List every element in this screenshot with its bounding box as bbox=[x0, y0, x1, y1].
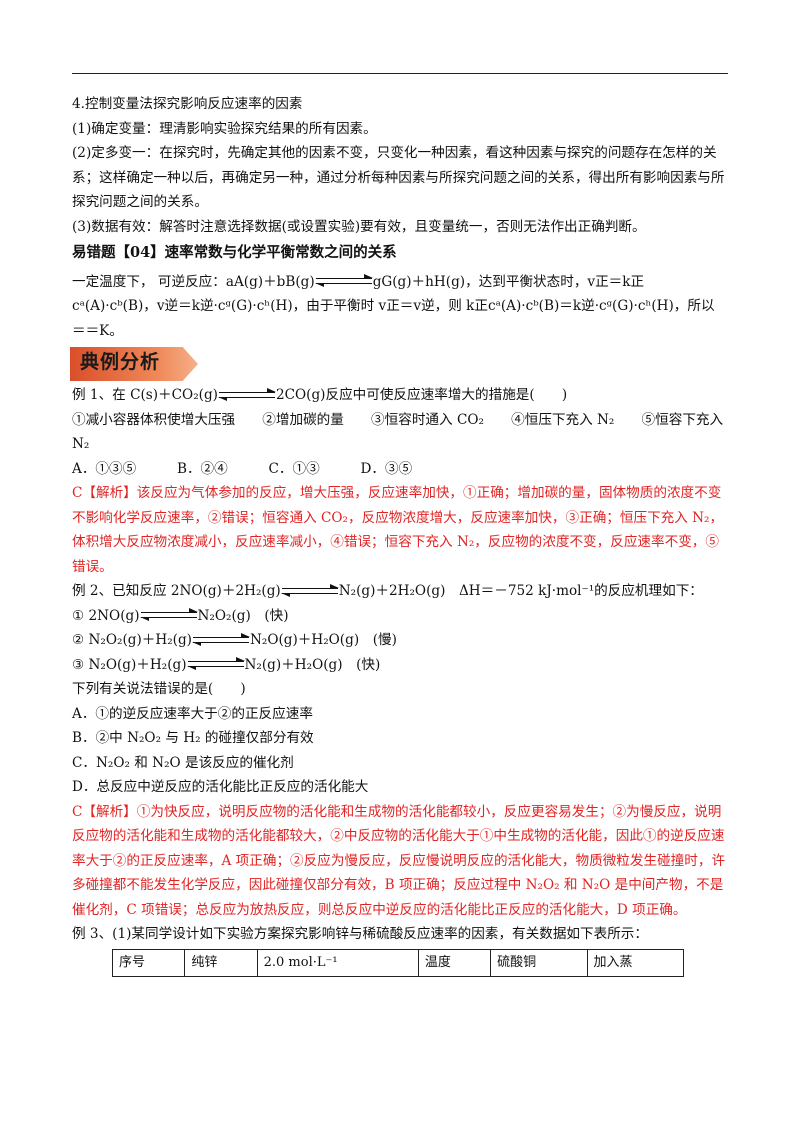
example-1-answer: C【解析】该反应为气体参加的反应，增大压强，反应速率加快，①正确；增加碳的量，固… bbox=[72, 485, 724, 575]
section-4-title: 4.控制变量法探究影响反应速率的因素 bbox=[72, 96, 303, 112]
example-3-question: 例 3、(1)某同学设计如下实验方案探究影响锌与稀硫酸反应速率的因素，有关数据如… bbox=[72, 926, 648, 942]
example-1-question-a: 例 1、在 C(s)＋CO₂(g) bbox=[72, 387, 218, 403]
mechanism-step-2-a: ② N₂O₂(g)＋H₂(g) bbox=[72, 632, 192, 648]
section-4-point-3: (3)数据有效：解答时注意选择数据(或设置实验)要有效，且变量统一，否则无法作出… bbox=[72, 218, 646, 235]
equilibrium-arrow-icon bbox=[139, 608, 198, 621]
table-header-cell: 加入蒸 bbox=[586, 948, 685, 977]
section-banner: 典例分析 bbox=[70, 347, 728, 381]
example-2-question: 例 2、已知反应 2NO(g)＋2H₂(g) N₂(g)＋2H₂O(g) ΔH＝－… bbox=[72, 579, 728, 604]
example-2-option-a: A．①的逆反应速率大于②的正反应速率 bbox=[72, 705, 313, 722]
header-rule bbox=[72, 73, 728, 74]
banner-label: 典例分析 bbox=[80, 351, 161, 373]
error-04-text-a: 一定温度下， 可逆反应：aA(g)＋bB(g) bbox=[72, 273, 315, 290]
table-header-cell: 2.0 mol·L⁻¹ bbox=[256, 948, 419, 977]
mechanism-step-2: ② N₂O₂(g)＋H₂(g) N₂O(g)＋H₂O(g) (慢) bbox=[72, 628, 728, 653]
example-2-question-a: 例 2、已知反应 2NO(g)＋2H₂(g) bbox=[72, 583, 281, 599]
mechanism-step-1-a: ① 2NO(g) bbox=[72, 607, 140, 624]
mechanism-step-1-b: N₂O₂(g) (快) bbox=[197, 607, 289, 624]
table-header-cell: 纯锌 bbox=[184, 948, 258, 977]
example-1-options: A．①③⑤ B．②④ C．①③ D．③⑤ bbox=[72, 460, 413, 477]
equilibrium-arrow-icon bbox=[217, 387, 276, 401]
table-header-cell: 温度 bbox=[417, 948, 492, 977]
document-body: 4.控制变量法探究影响反应速率的因素 (1)确定变量：理清影响实验探究结果的所有… bbox=[70, 92, 728, 978]
example-1-question: 例 1、在 C(s)＋CO₂(g) 2CO(g)反应中可使反应速率增大的措施是( … bbox=[72, 383, 728, 408]
mechanism-step-1: ① 2NO(g) N₂O₂(g) (快) bbox=[72, 604, 728, 629]
example-1-choices: ①减小容器体积使增大压强 ②增加碳的量 ③恒容时通入 CO₂ ④恒压下充入 N₂… bbox=[72, 411, 724, 453]
error-04-text: 一定温度下， 可逆反应：aA(g)＋bB(g)gG(g)＋hH(g)，达到平衡状… bbox=[72, 270, 728, 344]
example-2-ask: 下列有关说法错误的是( ) bbox=[72, 681, 246, 697]
mechanism-step-2-b: N₂O(g)＋H₂O(g) (慢) bbox=[249, 632, 397, 648]
mechanism-step-3-a: ③ N₂O(g)＋H₂(g) bbox=[72, 656, 187, 673]
example-2-question-b: N₂(g)＋2H₂O(g) ΔH＝－752 kJ·mol⁻¹的反应机理如下： bbox=[338, 583, 703, 599]
section-4-point-1: (1)确定变量：理清影响实验探究结果的所有因素。 bbox=[72, 120, 377, 137]
table-header-cell: 序号 bbox=[111, 948, 186, 977]
equilibrium-arrow-icon bbox=[186, 657, 245, 670]
equilibrium-arrow-icon bbox=[314, 274, 373, 287]
experiment-table: 序号 纯锌 2.0 mol·L⁻¹ 温度 硫酸铜 加入蒸 bbox=[111, 948, 685, 978]
example-2-option-d: D．总反应中逆反应的活化能比正反应的活化能大 bbox=[72, 779, 369, 795]
mechanism-step-3: ③ N₂O(g)＋H₂(g) N₂(g)＋H₂O(g) (快) bbox=[72, 653, 728, 678]
equilibrium-arrow-icon bbox=[280, 583, 339, 597]
example-2-answer: C【解析】①为快反应，说明反应物的活化能和生成物的活化能都较小，反应更容易发生；… bbox=[72, 803, 726, 918]
table-row: 序号 纯锌 2.0 mol·L⁻¹ 温度 硫酸铜 加入蒸 bbox=[111, 948, 685, 977]
equilibrium-arrow-icon bbox=[191, 632, 250, 646]
table-header-cell: 硫酸铜 bbox=[490, 948, 588, 977]
error-04-text-b: gG(g)＋hH(g)，达到平衡状态时，v正＝k正 cᵃ(A)·cᵇ(B)，v逆… bbox=[72, 273, 715, 339]
banner-arrow-shape bbox=[70, 347, 198, 381]
example-1-question-b: 2CO(g)反应中可使反应速率增大的措施是( ) bbox=[275, 387, 568, 403]
mechanism-step-3-b: N₂(g)＋H₂O(g) (快) bbox=[244, 656, 381, 673]
section-4-point-2: (2)定多变一：在探究时，先确定其他的因素不变，只变化一种因素，看这种因素与探究… bbox=[72, 145, 725, 210]
example-2-option-c: C．N₂O₂ 和 N₂O 是该反应的催化剂 bbox=[72, 754, 294, 771]
error-04-title: 易错题【04】速率常数与化学平衡常数之间的关系 bbox=[72, 244, 397, 261]
example-2-option-b: B．②中 N₂O₂ 与 H₂ 的碰撞仅部分有效 bbox=[72, 730, 314, 746]
